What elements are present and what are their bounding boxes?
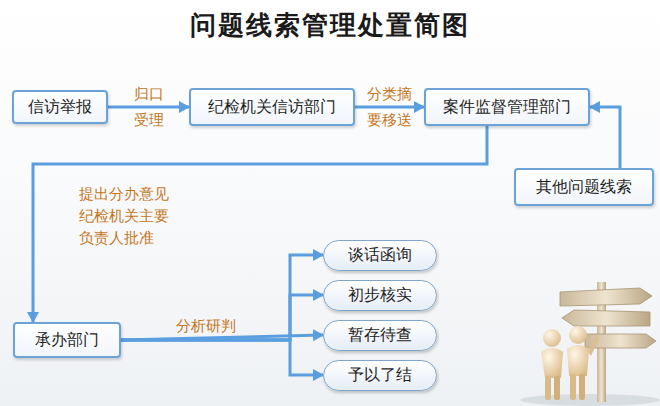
result-pill: 予以了结	[323, 360, 437, 391]
sign-board	[560, 288, 652, 306]
result-pill: 初步核实	[323, 280, 437, 311]
node-text: 案件监督管理部门	[443, 97, 571, 118]
edge-label: 分析研判	[176, 316, 236, 336]
process-box: 其他问题线索	[514, 168, 654, 206]
process-box: 承办部门	[13, 322, 121, 358]
node-text: 承办部门	[35, 330, 99, 351]
person-figure	[541, 329, 563, 400]
ground-shadow	[520, 394, 660, 406]
result-pill: 暂存待查	[323, 320, 437, 351]
flow-arrow	[108, 106, 189, 109]
flow-arrow	[121, 255, 323, 340]
flow-arrow	[590, 107, 620, 168]
person-figure	[567, 326, 599, 400]
flow-arrow	[121, 295, 323, 340]
node-text: 谈话函询	[348, 245, 412, 266]
edge-label: 提出分办意见 纪检机关主要 负责人批准	[79, 184, 177, 249]
node-text: 纪检机关信访部门	[208, 97, 336, 118]
process-box: 纪检机关信访部门	[189, 88, 355, 126]
node-text: 其他问题线索	[536, 177, 632, 198]
process-box: 案件监督管理部门	[424, 88, 590, 126]
node-text: 予以了结	[348, 365, 412, 386]
node-text: 初步核实	[348, 285, 412, 306]
result-pill: 谈话函询	[323, 240, 437, 271]
node-text: 信访举报	[28, 97, 92, 118]
edge-label: 归口 受理	[124, 81, 174, 133]
flow-arrow	[33, 126, 487, 322]
diagram-title: 问题线索管理处置简图	[0, 8, 660, 43]
node-text: 暂存待查	[348, 325, 412, 346]
flow-arrow	[121, 340, 323, 375]
sign-board	[562, 310, 650, 326]
flow-arrow	[355, 106, 424, 109]
process-box: 信访举报	[12, 90, 108, 124]
edge-label: 分类摘 要移送	[365, 81, 415, 133]
